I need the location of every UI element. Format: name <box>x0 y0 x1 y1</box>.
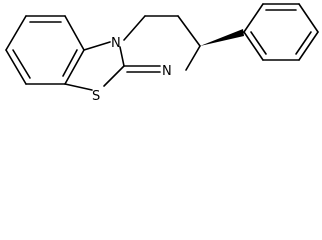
thiazole-bond <box>103 65 125 87</box>
benzo-bond <box>64 49 85 85</box>
benzo-bond <box>5 49 27 85</box>
phenyl-ring <box>243 3 319 61</box>
phenyl-bond <box>298 31 319 61</box>
pyrimidine-bond <box>185 45 201 71</box>
ring-nitrogen-label: N <box>111 36 121 51</box>
benzo-bond <box>5 15 27 51</box>
thiazole-bond <box>64 83 93 91</box>
thiazole-bond <box>83 41 111 51</box>
benzo-bond <box>64 15 85 51</box>
benzo-double-bond <box>62 49 78 77</box>
benzo-double-bond <box>12 49 31 79</box>
thiazole-ring <box>64 41 125 91</box>
pyrimidine-bond <box>123 15 146 41</box>
chemical-structure: N N S <box>5 3 319 104</box>
phenyl-double-bond <box>295 31 312 55</box>
sulfur-label: S <box>92 89 100 104</box>
phenyl-bond <box>243 3 264 33</box>
pyrimidine-ring <box>123 15 201 73</box>
phenyl-bond <box>298 3 319 33</box>
phenyl-bond <box>243 31 264 61</box>
phenyl-double-bond <box>250 31 267 55</box>
pyrimidine-bond <box>177 15 201 47</box>
stereo-wedge-bond <box>200 29 244 46</box>
thiazole-bond <box>119 46 125 67</box>
benzo-ring <box>5 15 85 85</box>
imine-nitrogen-label: N <box>162 64 172 79</box>
